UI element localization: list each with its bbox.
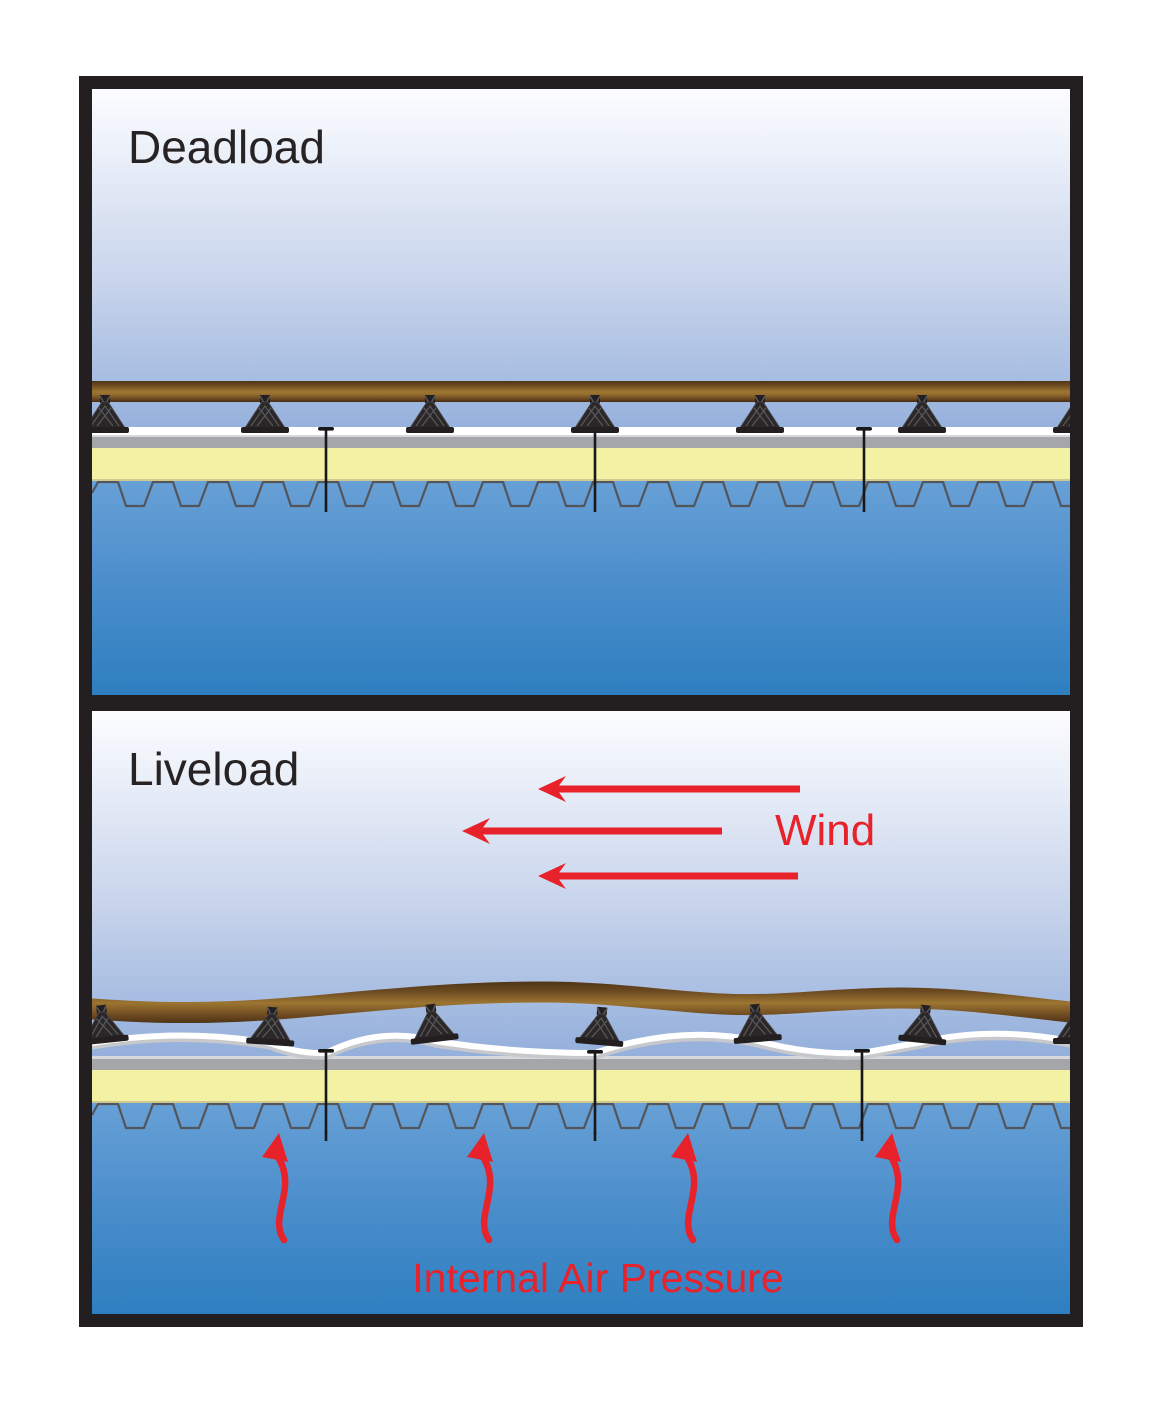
cover-board-top-edge <box>92 434 1070 437</box>
plenum-background <box>92 1103 1070 1314</box>
wind-arrow <box>462 818 722 844</box>
panel-title: Deadload <box>128 121 325 173</box>
air-pressure-arrow <box>467 1133 494 1244</box>
air-pressure-arrows <box>262 1133 902 1244</box>
wind-arrows <box>462 776 800 889</box>
air-pressure-arrow <box>671 1133 698 1244</box>
plenum-background <box>92 481 1070 695</box>
insulation-layer <box>92 448 1070 481</box>
steel-deck <box>92 480 1070 508</box>
ballast-pipe <box>92 381 1070 402</box>
cover-board-layer <box>92 437 1070 448</box>
wind-label: Wind <box>775 806 875 855</box>
diagram-frame: Deadload <box>79 76 1083 1327</box>
insulation-bottom-edge <box>92 479 1070 481</box>
internal-air-pressure-label: Internal Air Pressure <box>412 1255 783 1301</box>
liveload-panel: Wind <box>92 711 1070 1314</box>
cover-board-layer <box>92 1059 1070 1070</box>
ballast-pipe <box>92 981 1070 1024</box>
steel-deck <box>92 1102 1070 1130</box>
wind-arrow <box>538 863 798 889</box>
sky-background <box>92 89 1070 437</box>
air-pressure-arrow <box>262 1133 289 1244</box>
wind-arrow <box>538 776 800 802</box>
panel-title: Liveload <box>128 743 299 795</box>
deadload-drawing: Deadload <box>92 89 1070 695</box>
insulation-bottom-edge <box>92 1101 1070 1103</box>
deadload-panel: Deadload <box>92 89 1070 695</box>
air-pressure-arrow <box>875 1133 902 1244</box>
liveload-drawing: Wind <box>92 711 1070 1314</box>
insulation-layer <box>92 1070 1070 1103</box>
